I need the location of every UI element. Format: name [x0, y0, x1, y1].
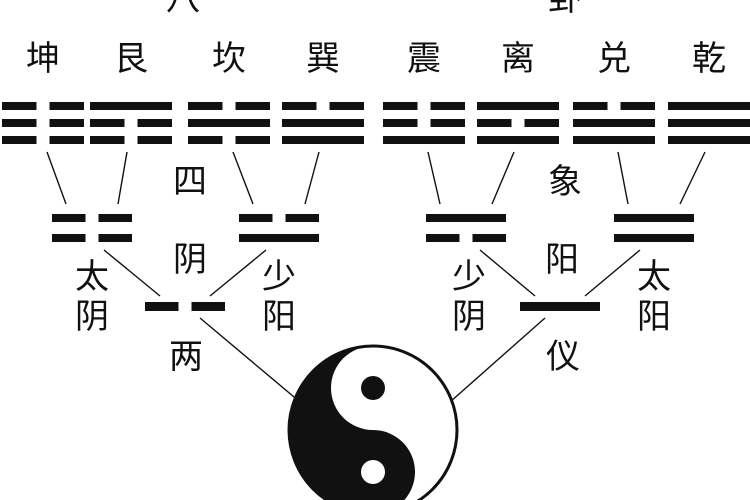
mode-name-yin: 阴 — [173, 240, 207, 280]
two-modes-label-yi: 仪 — [546, 337, 580, 377]
symbol-name-taiyang-2: 阳 — [637, 297, 671, 337]
connector-symbol-mode — [479, 249, 536, 297]
trigram-1-yin-line — [137, 136, 172, 144]
trigram-5-yin-line — [477, 119, 512, 127]
connector-mode-taiji — [199, 317, 301, 403]
connector-trigram-symbol — [617, 151, 629, 205]
four-symbol-1-yin-line — [239, 214, 273, 222]
yang-eye — [361, 376, 385, 400]
four-symbol-0-yin-line — [98, 214, 132, 222]
symbol-name-shaoyang-1: 少 — [262, 257, 296, 297]
trigram-3-yin-line — [282, 102, 317, 110]
trigram-name-dui: 兑 — [597, 39, 631, 79]
trigram-1-yin-line — [137, 119, 172, 127]
title-char-ba: 八 — [161, 0, 205, 16]
symbol-name-shaoyin-1: 少 — [452, 257, 486, 297]
trigram-6-yin-line — [620, 102, 655, 110]
trigram-0-yin-line — [49, 136, 84, 144]
connector-symbol-mode — [209, 249, 267, 297]
mode-name-yang: 阳 — [545, 240, 579, 280]
trigram-5-yin-line — [524, 119, 559, 127]
trigram-4-yin-line — [383, 102, 418, 110]
trigram-name-qian: 乾 — [692, 39, 726, 79]
two-mode-bars — [145, 302, 600, 311]
four-symbols-label-si: 四 — [173, 162, 207, 202]
trigram-1-yang-line — [90, 102, 172, 110]
four-symbol-2-yin-line — [472, 234, 506, 242]
trigram-bars — [2, 102, 750, 144]
trigram-name-kan: 坎 — [212, 39, 246, 79]
four-symbol-2-yin-line — [426, 234, 460, 242]
trigram-name-gen: 艮 — [114, 39, 148, 79]
connector-symbol-mode — [103, 249, 161, 297]
four-symbol-0-yin-line — [52, 214, 86, 222]
trigram-7-yang-line — [668, 136, 750, 144]
connector-trigram-symbol — [232, 151, 254, 205]
trigram-3-yang-line — [282, 136, 364, 144]
trigram-2-yin-line — [235, 102, 270, 110]
connector-mode-taiji — [449, 317, 546, 403]
connector-trigram-symbol — [427, 151, 441, 205]
yin-eye — [361, 460, 385, 484]
trigram-6-yang-line — [573, 136, 655, 144]
two-mode-1-yang-line — [520, 302, 600, 311]
connector-trigram-symbol — [304, 151, 320, 205]
four-symbol-2-yang-line — [426, 214, 506, 222]
connector-symbol-mode — [584, 249, 641, 297]
trigram-4-yin-line — [430, 119, 465, 127]
trigram-name-kun: 坤 — [26, 39, 60, 79]
title-char-gua: 卦 — [543, 0, 587, 16]
trigram-0-yin-line — [2, 119, 37, 127]
taiji-yin-yang-symbol — [287, 344, 459, 500]
symbol-name-shaoyang-2: 阳 — [262, 297, 296, 337]
trigram-name-li: 离 — [501, 39, 535, 79]
trigram-2-yin-line — [188, 102, 223, 110]
four-symbol-0-yin-line — [98, 234, 132, 242]
two-mode-0-yin-line — [145, 302, 179, 311]
trigram-0-yin-line — [2, 136, 37, 144]
trigram-6-yang-line — [573, 119, 655, 127]
trigram-2-yang-line — [188, 119, 270, 127]
connector-trigram-symbol — [117, 151, 128, 205]
four-symbol-1-yin-line — [285, 214, 319, 222]
trigram-0-yin-line — [49, 102, 84, 110]
trigram-0-yin-line — [49, 119, 84, 127]
trigram-5-yang-line — [477, 102, 559, 110]
connector-trigram-symbol — [679, 151, 706, 205]
connector-trigram-symbol — [491, 151, 515, 205]
yin-half — [289, 346, 415, 500]
trigram-2-yin-line — [235, 136, 270, 144]
trigram-name-zhen: 震 — [407, 39, 441, 79]
four-symbol-3-yang-line — [614, 234, 694, 242]
symbol-name-shaoyin-2: 阴 — [452, 297, 486, 337]
trigram-4-yin-line — [430, 102, 465, 110]
four-symbol-1-yang-line — [239, 234, 319, 242]
trigram-3-yang-line — [282, 119, 364, 127]
trigram-6-yin-line — [573, 102, 608, 110]
connector-trigram-symbol — [46, 151, 67, 205]
trigram-4-yin-line — [383, 119, 418, 127]
symbol-name-taiyin-2: 阴 — [75, 297, 109, 337]
trigram-5-yang-line — [477, 136, 559, 144]
trigram-1-yin-line — [90, 136, 125, 144]
trigram-2-yin-line — [188, 136, 223, 144]
trigram-name-xun: 巽 — [306, 39, 340, 79]
four-symbol-3-yang-line — [614, 214, 694, 222]
trigram-0-yin-line — [2, 102, 37, 110]
connector-lines — [46, 151, 706, 403]
trigram-7-yang-line — [668, 102, 750, 110]
trigram-4-yang-line — [383, 136, 465, 144]
two-mode-0-yin-line — [191, 302, 225, 311]
trigram-3-yin-line — [329, 102, 364, 110]
trigram-7-yang-line — [668, 119, 750, 127]
four-symbols-label-xiang: 象 — [548, 162, 582, 202]
trigram-1-yin-line — [90, 119, 125, 127]
four-symbol-0-yin-line — [52, 234, 86, 242]
four-symbol-bars — [52, 214, 694, 242]
symbol-name-taiyin-1: 太 — [75, 257, 109, 297]
two-modes-label-liang: 两 — [169, 337, 203, 377]
symbol-name-taiyang-1: 太 — [637, 257, 671, 297]
